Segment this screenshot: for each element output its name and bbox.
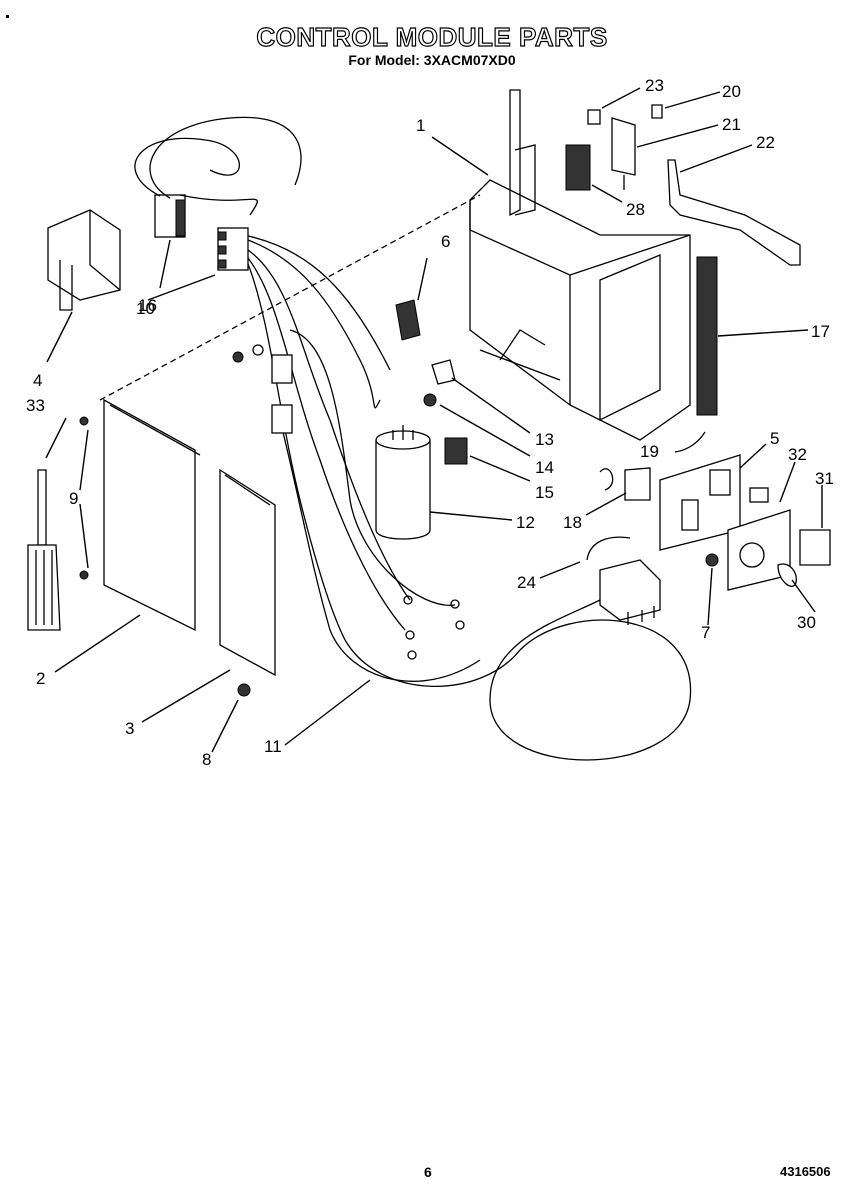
callout-21: 21 xyxy=(722,115,741,134)
part-32-plate xyxy=(727,487,831,591)
callout-23: 23 xyxy=(645,76,664,95)
callout-20: 20 xyxy=(722,82,741,101)
part-11-power-cord xyxy=(344,559,692,761)
scan-dot xyxy=(6,15,9,18)
part-15-block xyxy=(444,437,468,465)
callout-3: 3 xyxy=(125,719,135,738)
callout-28: 28 xyxy=(626,200,645,219)
callout-4: 4 xyxy=(33,371,43,390)
part-17-strip xyxy=(696,256,718,416)
part-10-terminal-block xyxy=(217,227,249,271)
callout-8: 8 xyxy=(202,750,212,769)
callout-7: 7 xyxy=(701,623,711,642)
callout-18: 18 xyxy=(563,513,582,532)
callout-12: 12 xyxy=(516,513,535,532)
callout-33: 33 xyxy=(26,396,45,415)
callout-5: 5 xyxy=(770,429,780,448)
callout-16: 16 xyxy=(138,296,157,315)
callout-32: 32 xyxy=(788,445,807,464)
model-subtitle: For Model: 3XACM07XD0 xyxy=(348,52,516,68)
callout-24: 24 xyxy=(517,573,536,592)
callout-9: 9 xyxy=(69,489,79,508)
parts-13-14 xyxy=(423,359,456,407)
part-28-grille xyxy=(565,144,591,191)
part-1-housing xyxy=(469,89,691,441)
page-title: CONTROL MODULE PARTS xyxy=(256,21,608,52)
part-3-panel xyxy=(219,468,276,677)
callout-14: 14 xyxy=(535,458,554,477)
harness-connectors xyxy=(252,344,465,660)
leader-lines xyxy=(45,87,823,753)
callout-13: 13 xyxy=(535,430,554,449)
parts-23-20-21 xyxy=(587,104,663,190)
part-22-rail xyxy=(667,159,801,266)
page-number: 6 xyxy=(424,1164,432,1180)
part-6-grille xyxy=(395,299,421,341)
callout-30: 30 xyxy=(797,613,816,632)
callout-11: 11 xyxy=(264,737,282,756)
callout-6: 6 xyxy=(441,232,451,251)
part-12-capacitor xyxy=(375,425,431,540)
callout-17: 17 xyxy=(811,322,830,341)
part-33-screwdriver xyxy=(27,469,61,631)
callout-15: 15 xyxy=(535,483,554,502)
part-5-switch-plate xyxy=(599,454,741,551)
upper-harness xyxy=(134,116,302,216)
callout-19: 19 xyxy=(640,442,659,461)
callout-1: 1 xyxy=(416,116,426,135)
callout-22: 22 xyxy=(756,133,775,152)
callout-2: 2 xyxy=(36,669,46,688)
document-number: 4316506 xyxy=(780,1164,831,1179)
screws xyxy=(79,351,719,697)
part-24-tube xyxy=(586,536,631,561)
alignment-line xyxy=(99,194,481,401)
callout-31: 31 xyxy=(815,469,834,488)
part-16-connector xyxy=(154,194,186,238)
part-19-wire xyxy=(674,431,706,453)
callout-10: 10 xyxy=(136,299,155,318)
part-2-panel xyxy=(103,398,201,632)
main-harness xyxy=(247,235,481,682)
part-4-bracket xyxy=(47,209,121,311)
